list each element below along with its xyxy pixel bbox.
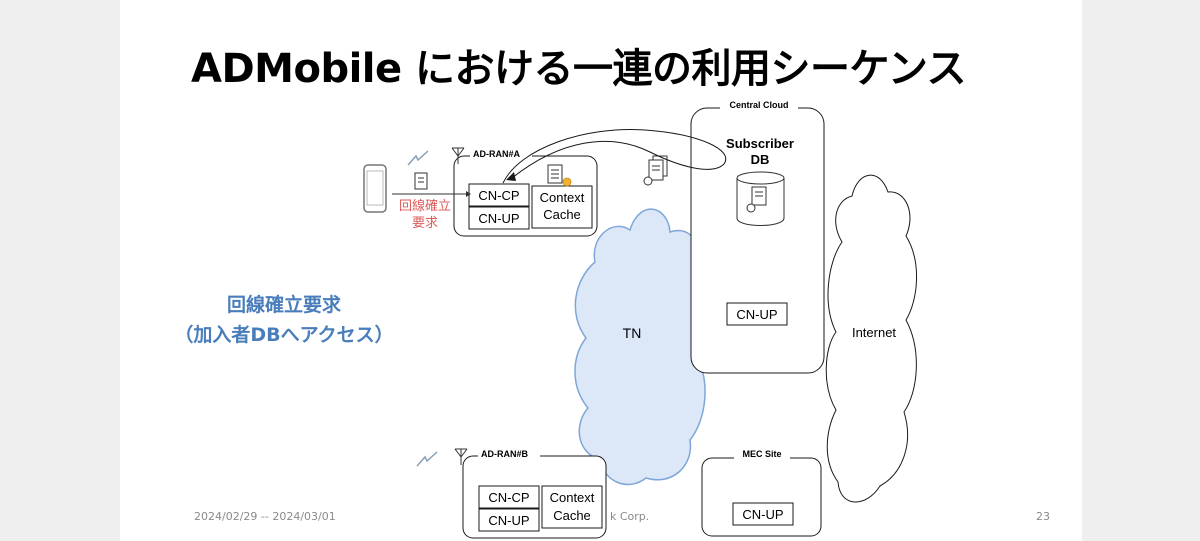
antenna-b-icon	[454, 448, 468, 465]
request-label-line-1: 回線確立	[398, 199, 451, 214]
page-number: 23	[1036, 510, 1050, 523]
ad-ran-b-cn-cp-label: CN-CP	[488, 490, 529, 505]
slide-title: ADMobile における一連の利用シーケンス	[191, 46, 967, 92]
mec-site-title: MEC Site	[742, 449, 781, 459]
access-note-line-2: （加入者DBへアクセス）	[174, 324, 394, 346]
subscriber-db-label-2: DB	[751, 152, 770, 167]
footer-organization: k Corp.	[610, 510, 650, 523]
central-cn-up-box	[726, 302, 788, 326]
request-label-line-2: 要求	[411, 216, 438, 231]
central-cloud-title: Central Cloud	[729, 100, 788, 110]
internet-cloud	[825, 174, 917, 503]
request-document-icon	[414, 172, 428, 190]
ad-ran-a-cache-label: Cache	[543, 207, 581, 222]
internet-label: Internet	[852, 325, 896, 340]
db-access-arrow	[502, 129, 727, 184]
smartphone-icon	[363, 164, 387, 213]
antenna-a-icon	[451, 147, 465, 164]
tn-label: TN	[623, 325, 642, 341]
database-icon	[736, 171, 785, 226]
signal-b-icon	[416, 451, 438, 467]
ad-ran-b-context-label: Context	[550, 490, 595, 505]
ad-ran-b-title: AD-RAN#B	[481, 449, 529, 459]
subscriber-data-icon	[643, 155, 668, 186]
ad-ran-a-cn-cp-label: CN-CP	[478, 188, 519, 203]
mec-cn-up-label: CN-UP	[742, 507, 783, 522]
access-note: 回線確立要求 （加入者DBへアクセス）	[168, 290, 400, 350]
cache-document-icon	[547, 164, 572, 187]
subscriber-db-label-1: Subscriber	[726, 136, 794, 151]
ad-ran-a-context-cache-box	[531, 185, 593, 229]
access-note-line-1: 回線確立要求	[226, 294, 341, 316]
ad-ran-b-cache-label: Cache	[553, 508, 591, 523]
ad-ran-a-cn-up-label: CN-UP	[478, 211, 519, 226]
ad-ran-a-context-label: Context	[540, 190, 585, 205]
tn-cloud	[574, 208, 707, 486]
ad-ran-b-context-cache-box	[541, 485, 603, 529]
ad-ran-a-cn-up-box	[468, 206, 530, 230]
central-cn-up-label: CN-UP	[736, 307, 777, 322]
signal-a-icon	[407, 150, 429, 166]
request-label: 回線確立 要求	[393, 198, 457, 232]
ad-ran-b-cn-up-label: CN-UP	[488, 513, 529, 528]
footer-date: 2024/02/29 -- 2024/03/01	[194, 510, 336, 523]
mec-cn-up-box	[732, 502, 794, 526]
ad-ran-b-cn-up-box	[478, 508, 540, 532]
ad-ran-b-cn-cp-box	[478, 485, 540, 509]
ad-ran-a-title: AD-RAN#A	[473, 149, 521, 159]
